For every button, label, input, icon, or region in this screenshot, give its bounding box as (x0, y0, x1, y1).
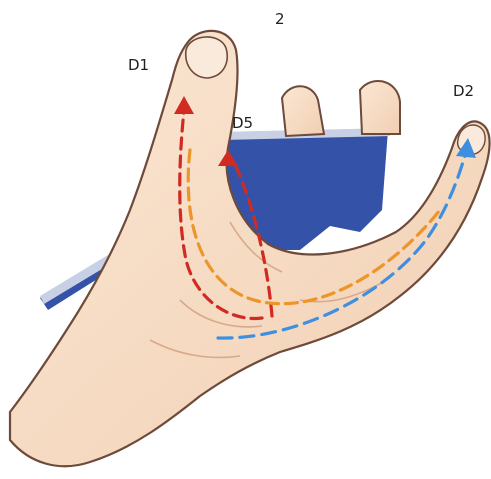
d1-label: D1 (128, 58, 149, 73)
back-fingers (282, 81, 400, 136)
d2-label: D2 (453, 84, 474, 99)
ring-finger (360, 81, 400, 134)
figure-number-label: 2 (275, 12, 285, 27)
d5-label: D5 (232, 116, 253, 131)
middle-finger (282, 86, 324, 136)
thumb-nail (186, 37, 227, 78)
